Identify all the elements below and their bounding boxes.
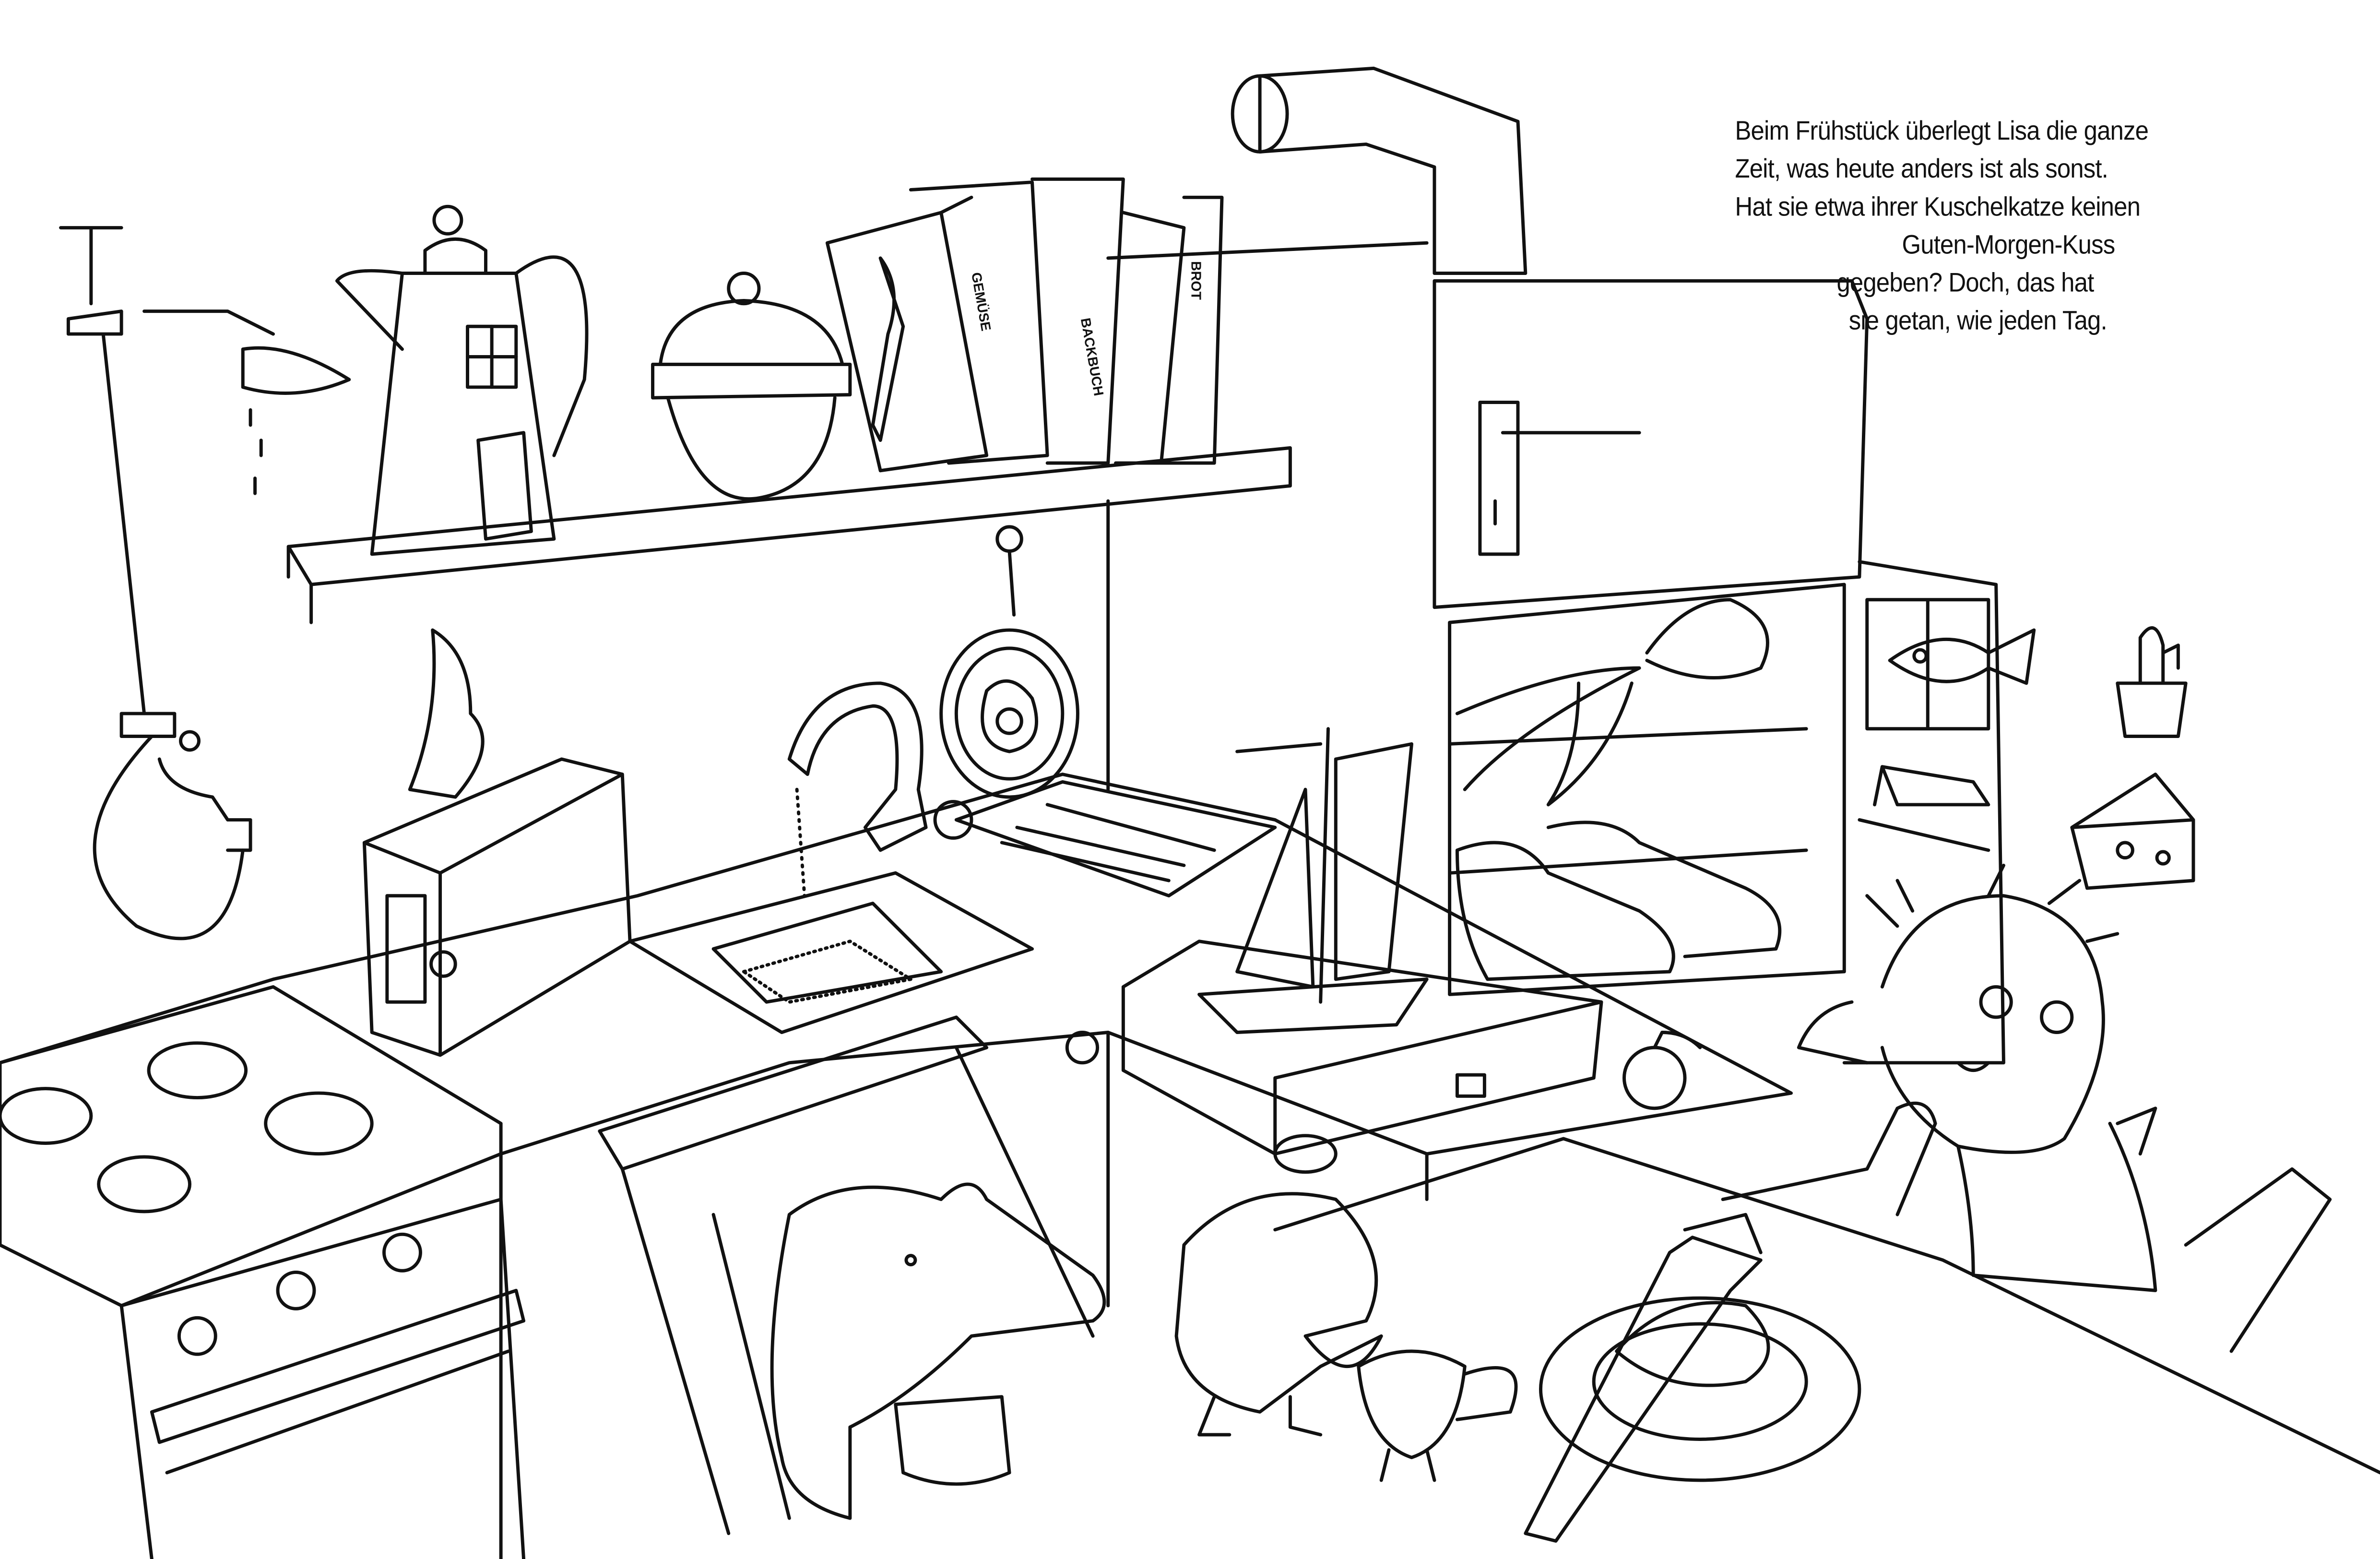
teapot-character xyxy=(1174,1134,1383,1437)
drainboard xyxy=(954,780,1277,898)
sailboat xyxy=(1197,727,1429,1035)
covered-bowl xyxy=(651,272,852,501)
shoes xyxy=(1455,821,1782,981)
stovepipe xyxy=(1231,66,1527,275)
open-drawer xyxy=(1065,940,1603,1156)
wall-shelf xyxy=(286,446,1292,624)
girl-lisa xyxy=(1721,863,2332,1353)
story-line-2: Zeit, was heute anders ist als sonst. xyxy=(1735,153,2108,184)
dog xyxy=(770,1182,1106,1520)
story-line-6: sie getan, wie jeden Tag. xyxy=(1848,305,2108,336)
toaster xyxy=(362,628,632,1057)
carrots xyxy=(1455,598,1769,807)
cheese xyxy=(2070,773,2195,890)
stove xyxy=(0,985,526,1559)
kitchen-counter xyxy=(0,773,1793,1559)
plate-with-roll xyxy=(1539,1296,1861,1482)
book-label-gemuese: GEMÜSE xyxy=(968,271,994,332)
frying-pan xyxy=(939,525,1079,799)
faucet xyxy=(787,681,973,898)
saw xyxy=(1524,1213,1763,1543)
cactus xyxy=(2116,626,2188,738)
mug xyxy=(894,1395,1011,1486)
story-line-5: gegeben? Doch, das hat xyxy=(1836,267,2094,298)
coffee-pot xyxy=(335,204,589,556)
toothpaste xyxy=(1873,765,1990,807)
book-label-brot: BROT xyxy=(1188,261,1204,300)
refrigerator xyxy=(1433,279,2005,1065)
shower xyxy=(59,226,351,940)
table xyxy=(1273,1137,2380,1475)
fish-in-fridge xyxy=(1888,628,2036,685)
sink xyxy=(628,871,1034,1035)
wall-edge xyxy=(1106,241,1429,791)
teacup-character xyxy=(1357,1349,1518,1482)
chair xyxy=(598,1015,1095,1535)
cookbooks: GEMÜSE BACKBUCH BROT xyxy=(825,177,1224,473)
book-label-backbuch: BACKBUCH xyxy=(1078,317,1106,397)
fish-in-toaster xyxy=(408,628,485,799)
story-line-4: Guten-Morgen-Kuss xyxy=(1902,229,2115,260)
story-line-3: Hat sie etwa ihrer Kuschelkatze keinen xyxy=(1735,191,2141,222)
apple xyxy=(1622,1031,1702,1110)
story-line-1: Beim Frühstück überlegt Lisa die ganze xyxy=(1735,115,2149,146)
